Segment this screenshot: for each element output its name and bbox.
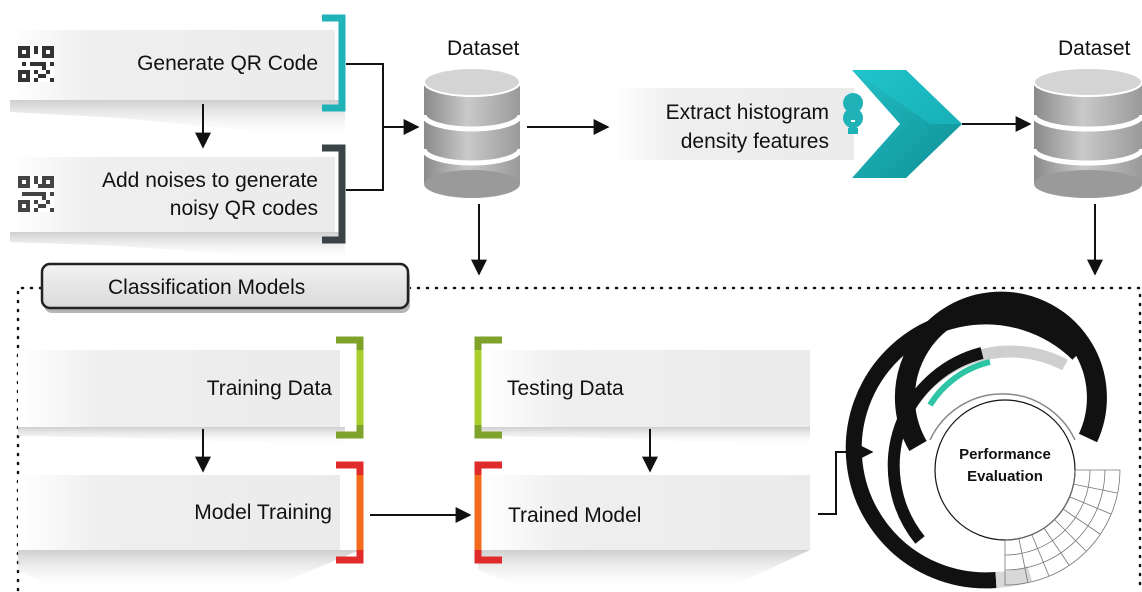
database-icon [1031,67,1142,198]
classification-frame [16,286,1142,592]
trained-model-box [474,461,810,592]
testing-data-box [474,336,810,446]
add-noises-label-line1: Add noises to generate [102,169,318,192]
radial-chart-icon [845,291,1121,589]
extract-features-label-line2: density features [680,130,829,153]
training-data-label: Training Data [206,377,332,400]
performance-evaluation-label-line2: Evaluation [967,468,1043,485]
performance-evaluation-label-line1: Performance [959,446,1051,463]
classification-models-title: Classification Models [108,276,306,299]
lightbulb-icon [843,93,864,134]
dataset-2-label: Dataset [1058,37,1131,60]
chevron-icon [852,70,962,178]
dataset-1-label: Dataset [447,37,520,60]
merge-connector [346,63,420,191]
model-training-box [18,461,364,592]
qr-code-icon [18,46,54,82]
extract-features-label-line1: Extract histogram [665,101,829,124]
model-training-label: Model Training [194,501,332,524]
training-data-box [18,336,364,446]
add-noises-label-line2: noisy QR codes [169,197,318,220]
add-noises-box [10,144,346,262]
generate-qr-box [10,14,346,140]
testing-data-label: Testing Data [507,377,624,400]
qr-code-icon [18,176,54,212]
classification-title-box [40,262,410,313]
database-icon [421,67,523,198]
generate-qr-label: Generate QR Code [137,52,318,75]
extract-features-box [612,88,854,160]
trained-model-label: Trained Model [508,504,642,527]
